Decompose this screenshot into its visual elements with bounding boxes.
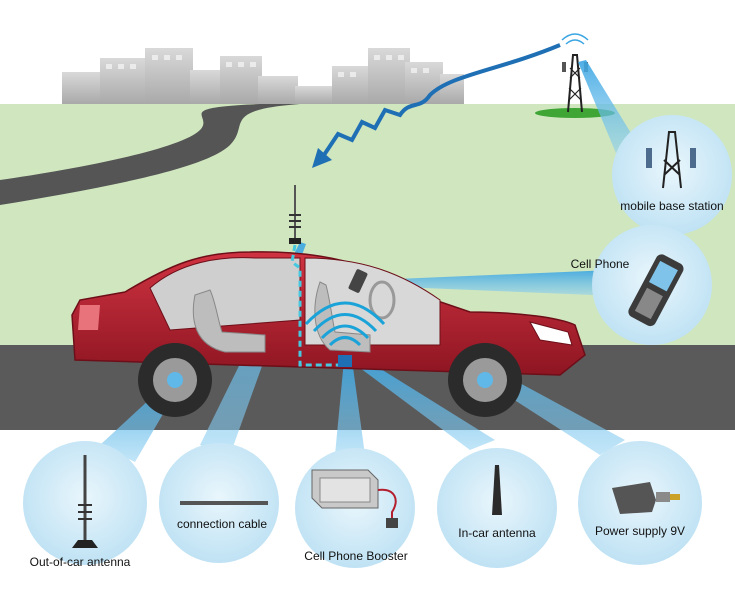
bubble-connection-cable: connection cable (159, 443, 279, 563)
booster-waves (304, 301, 386, 347)
roof-antenna (289, 185, 301, 244)
incoming-signal (320, 43, 561, 160)
bubble-cell-phone-booster: Cell Phone Booster (295, 448, 415, 568)
winding-road (0, 104, 300, 205)
label-out-of-car-antenna: Out-of-car antenna (30, 555, 131, 569)
label-cell-phone: Cell Phone (571, 257, 630, 271)
bubble-power-supply: Power supply 9V (578, 441, 702, 565)
city-skyline (62, 48, 464, 104)
label-mobile-base-station: mobile base station (620, 199, 723, 213)
booster-unit (338, 355, 352, 367)
car-phone (348, 269, 368, 293)
bubble-in-car-antenna: In-car antenna (437, 448, 557, 568)
bubble-base-station: mobile base station (612, 115, 732, 235)
signal-arrowhead (312, 148, 332, 168)
car (71, 251, 586, 417)
label-connection-cable: connection cable (177, 517, 267, 531)
label-power-supply: Power supply 9V (595, 524, 685, 538)
cable-line (290, 244, 345, 367)
bubble-cell-phone: Cell Phone (571, 225, 712, 345)
label-cell-phone-booster: Cell Phone Booster (304, 549, 407, 563)
bubble-out-of-car-antenna: Out-of-car antenna (23, 441, 147, 569)
label-in-car-antenna: In-car antenna (458, 526, 536, 540)
